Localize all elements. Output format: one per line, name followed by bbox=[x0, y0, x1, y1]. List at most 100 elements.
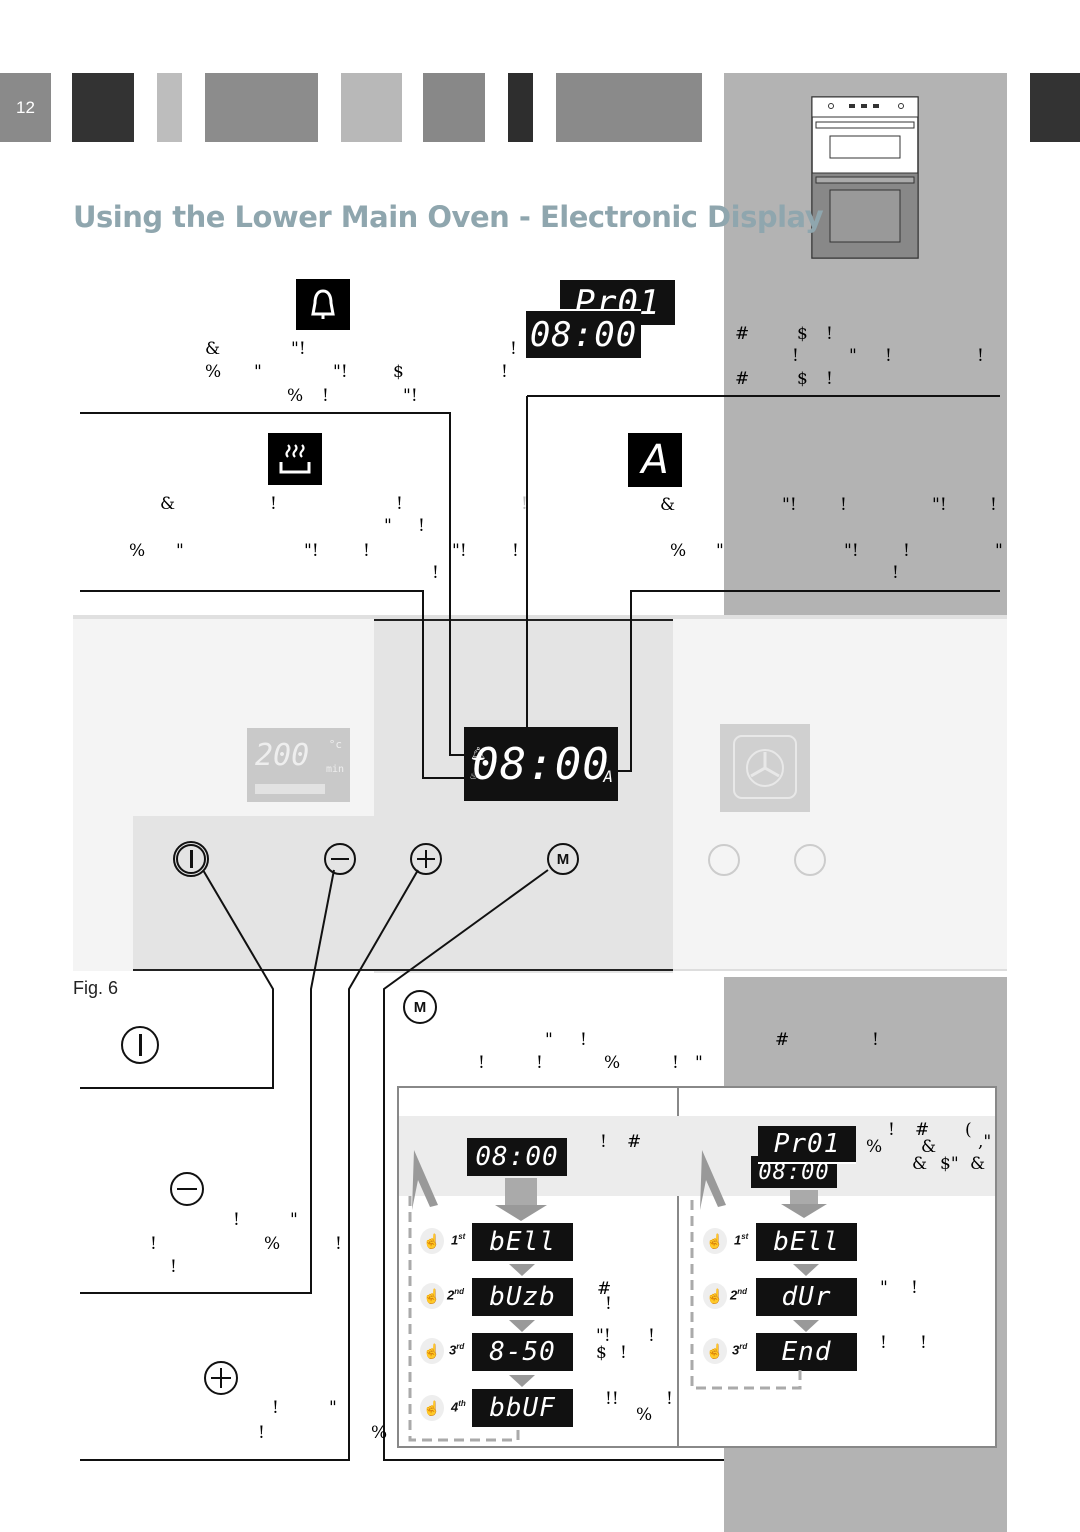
auto-text: & bbox=[660, 495, 676, 515]
table-left-header-display: 08:00 bbox=[467, 1138, 567, 1176]
figure-label: Fig. 6 bbox=[73, 978, 119, 998]
table-right-row-display: End bbox=[756, 1333, 857, 1371]
bell-text: "! bbox=[333, 362, 348, 382]
bell-text: "! bbox=[403, 386, 418, 406]
auto-text: ! bbox=[892, 563, 899, 583]
bell-text: % bbox=[205, 362, 222, 382]
program-text: $ bbox=[797, 369, 808, 389]
program-text: # bbox=[735, 324, 750, 344]
program-text: # bbox=[735, 369, 750, 389]
plus-text: " bbox=[329, 1398, 337, 1418]
warm-text: ! bbox=[432, 563, 439, 583]
order-label: 2nd bbox=[447, 1287, 465, 1303]
auto-text: % bbox=[670, 541, 687, 561]
loop-return-arrow bbox=[408, 1150, 520, 1442]
order-label: 4th bbox=[451, 1399, 466, 1415]
order-label: 3rd bbox=[449, 1342, 465, 1358]
auto-text: " bbox=[995, 541, 1003, 561]
auto-text: "! bbox=[782, 495, 797, 515]
rotate-right-button-icon[interactable] bbox=[794, 844, 826, 876]
table-right-row-display: bEll bbox=[756, 1223, 857, 1261]
program-text: ! bbox=[826, 369, 833, 389]
table-left-text: % bbox=[636, 1405, 653, 1425]
mode-text: # bbox=[775, 1030, 790, 1050]
order-label: 2nd bbox=[730, 1287, 748, 1303]
sequence-arrow bbox=[509, 1375, 535, 1387]
bell-text: & bbox=[205, 339, 221, 359]
minus-text: ! bbox=[170, 1257, 177, 1277]
table-right-text: ," bbox=[978, 1132, 992, 1152]
table-left-text: # bbox=[627, 1132, 642, 1152]
minus-text: ! bbox=[233, 1210, 240, 1230]
sequence-arrow bbox=[793, 1264, 819, 1276]
program-text: ! bbox=[826, 324, 833, 344]
plus-button-icon[interactable] bbox=[410, 843, 442, 875]
table-left-text: ! bbox=[666, 1389, 673, 1409]
control-panel-left-lower bbox=[133, 816, 374, 971]
table-left-text: ! bbox=[620, 1343, 627, 1363]
table-right-text: & bbox=[970, 1154, 986, 1174]
page-title: Using the Lower Main Oven - Electronic D… bbox=[73, 200, 824, 234]
page-number: 12 bbox=[0, 73, 51, 142]
table-right-text: ! bbox=[880, 1333, 887, 1353]
warm-text: ! bbox=[363, 541, 370, 561]
mode-button-icon[interactable]: M bbox=[547, 843, 579, 875]
press-hand-icon: ☝ bbox=[420, 1395, 444, 1421]
warm-text: ! bbox=[512, 541, 519, 561]
clock-warm-icon: ♨ bbox=[470, 769, 478, 782]
keep-warm-icon bbox=[268, 433, 322, 485]
press-hand-icon: ☝ bbox=[420, 1283, 444, 1309]
table-left-text: !! bbox=[605, 1389, 619, 1409]
auto-text: " bbox=[716, 541, 724, 561]
sequence-arrow bbox=[505, 1178, 537, 1206]
minus-text: % bbox=[264, 1234, 281, 1254]
bell-text: $ bbox=[393, 362, 404, 382]
sequence-table-divider bbox=[677, 1086, 679, 1448]
auto-text: ! bbox=[903, 541, 910, 561]
warm-text: "! bbox=[304, 541, 319, 561]
sequence-arrow bbox=[781, 1204, 827, 1218]
mode-text: " bbox=[545, 1030, 553, 1050]
table-left-text: ! bbox=[605, 1294, 612, 1314]
plus-text: % bbox=[371, 1423, 388, 1443]
bell-text: ! bbox=[501, 362, 508, 382]
temperature-min: min bbox=[325, 764, 344, 775]
minus-text: " bbox=[290, 1210, 298, 1230]
table-left-row-display: bbUF bbox=[472, 1389, 573, 1427]
table-left-text: "! bbox=[596, 1326, 611, 1346]
header-block bbox=[72, 73, 134, 142]
table-right-header-display: Pr01 bbox=[758, 1126, 856, 1164]
mode-text: ! bbox=[872, 1030, 879, 1050]
clock-bell-icon: 🔔︎ bbox=[470, 747, 488, 762]
sequence-arrow bbox=[509, 1320, 535, 1332]
power-button-callout-icon bbox=[121, 1026, 159, 1064]
temperature-value: 200 bbox=[255, 738, 310, 773]
sequence-arrow bbox=[495, 1205, 547, 1221]
header-block bbox=[1030, 73, 1080, 142]
table-right-text: % bbox=[866, 1137, 883, 1157]
panel-bottom-line-right bbox=[673, 969, 1007, 971]
press-hand-icon: ☝ bbox=[703, 1228, 727, 1254]
program-text: ! bbox=[792, 346, 799, 366]
mode-text: " bbox=[695, 1053, 703, 1073]
table-left-row-display: 8-50 bbox=[472, 1333, 573, 1371]
main-clock-display: 🔔︎ ♨ 08:00 A bbox=[464, 727, 618, 801]
minus-button-icon[interactable] bbox=[324, 843, 356, 875]
program-text: ! bbox=[977, 346, 984, 366]
plus-text: ! bbox=[272, 1398, 279, 1418]
order-label: 3rd bbox=[732, 1342, 748, 1358]
auto-text: ! bbox=[990, 495, 997, 515]
auto-text: "! bbox=[844, 541, 859, 561]
table-right-text: ! bbox=[920, 1333, 927, 1353]
mode-text: ! bbox=[672, 1053, 679, 1073]
order-label: 1st bbox=[451, 1232, 466, 1248]
power-button-icon[interactable] bbox=[173, 841, 209, 877]
program-text: ! bbox=[885, 346, 892, 366]
plus-button-callout-icon bbox=[204, 1361, 238, 1395]
program-display-front: 08:00 bbox=[526, 309, 641, 358]
bell-icon bbox=[296, 279, 350, 330]
auto-text: ! bbox=[840, 495, 847, 515]
table-left-text: $ bbox=[596, 1343, 607, 1363]
rotate-left-button-icon[interactable] bbox=[708, 844, 740, 876]
temperature-display: 200 °c min bbox=[247, 728, 350, 802]
